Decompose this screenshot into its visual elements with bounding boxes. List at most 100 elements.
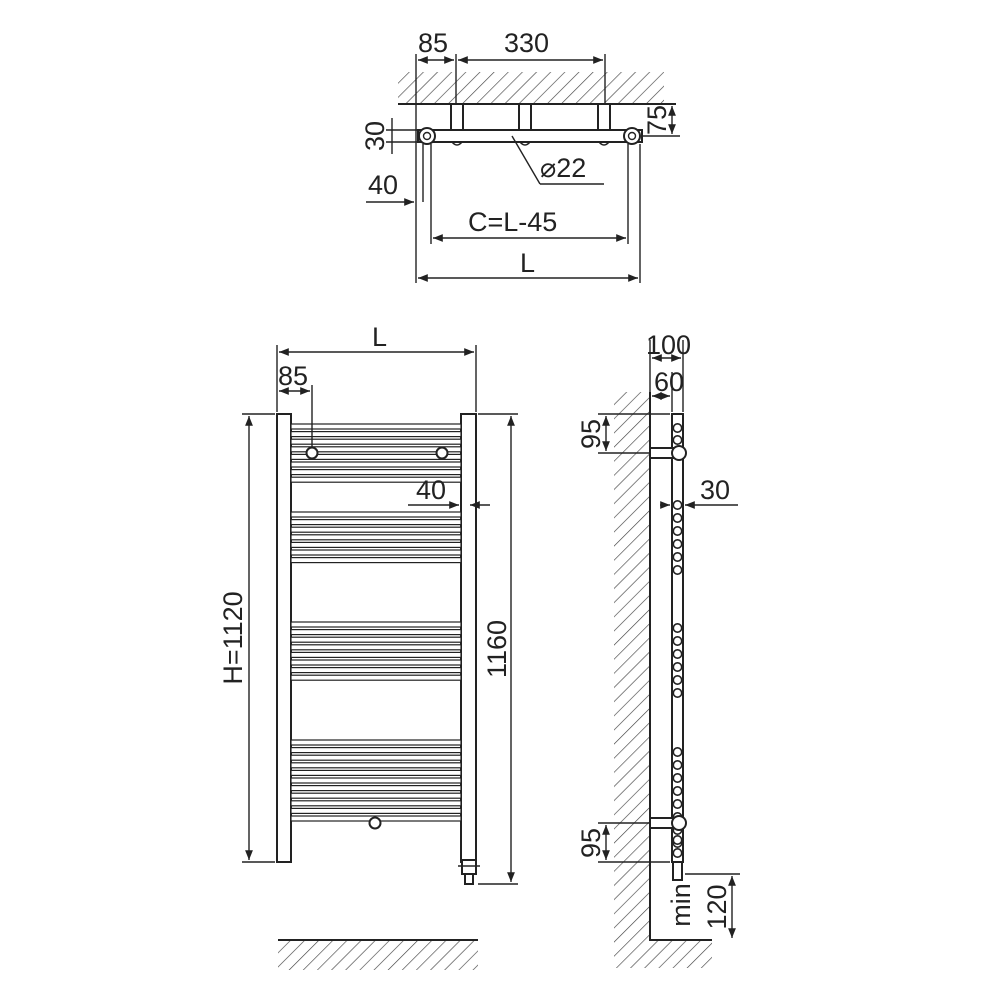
side-rail-dot: [672, 551, 683, 562]
front-valve-cap: [464, 873, 474, 885]
side-dim-120: 120: [702, 884, 732, 929]
front-rail: [290, 644, 462, 651]
front-rail: [290, 739, 462, 746]
front-rail: [290, 518, 462, 526]
side-rail-dot: [672, 772, 683, 783]
side-view: 100 60 95 30 95 min 120: [576, 330, 740, 968]
side-rail-dot: [672, 564, 683, 575]
top-dim-40: 40: [368, 170, 398, 200]
side-rail-dot: [672, 512, 683, 523]
top-pipe-left-inner: [422, 131, 432, 141]
side-rail-dot: [672, 635, 683, 646]
front-rail: [290, 541, 462, 549]
front-dim-h: H=1120: [218, 591, 248, 684]
side-rail-dot: [672, 834, 683, 845]
front-view: L 85 40 H=1120 1160: [218, 322, 518, 970]
front-rail: [290, 792, 462, 799]
front-rail: [290, 807, 462, 815]
top-dim-30: 30: [360, 121, 390, 151]
top-collector-bar: [417, 129, 643, 143]
front-rail: [290, 769, 462, 777]
top-pipe-left-outer: [418, 127, 436, 145]
side-rail-dot: [672, 538, 683, 549]
side-floor-hatch: [650, 940, 712, 968]
front-rail: [290, 621, 462, 628]
front-bottom-connector: [368, 816, 382, 830]
side-rail-dot: [672, 847, 683, 858]
front-connector-left: [305, 446, 319, 460]
front-rail: [290, 511, 462, 518]
side-rail-dots: [672, 422, 683, 858]
front-rail: [290, 549, 462, 556]
top-bracket-right: [597, 103, 611, 133]
top-dim-330: 330: [504, 28, 549, 58]
top-view: 85 330 75 30 ⌀22 40 C=L-45 L: [360, 28, 680, 283]
top-feet: [451, 141, 610, 146]
front-dim-l: L: [372, 322, 387, 352]
side-wall-hatch: [614, 392, 650, 968]
front-dim-85: 85: [278, 361, 308, 391]
front-connector-right: [435, 446, 449, 460]
front-rail: [290, 674, 462, 681]
top-dim-c: C=L-45: [468, 207, 557, 237]
front-rail: [290, 438, 462, 445]
front-rail: [290, 534, 462, 541]
top-pipe-leader: [511, 135, 541, 185]
top-bracket-middle: [518, 103, 532, 133]
front-rail: [290, 800, 462, 807]
side-bracket-top-ring: [671, 445, 687, 461]
front-rail: [290, 628, 462, 636]
front-rail: [290, 446, 462, 453]
front-rail: [290, 556, 462, 564]
front-rail: [290, 431, 462, 438]
top-dim-85: 85: [418, 28, 448, 58]
front-rail: [290, 651, 462, 659]
side-wall-line: [649, 392, 712, 941]
top-wall-hatch: [398, 72, 664, 104]
side-rail-dot: [672, 661, 683, 672]
side-rail-dot: [672, 687, 683, 698]
front-rails: [290, 423, 462, 822]
top-pipe-right-outer: [623, 127, 641, 145]
side-rail-dot: [672, 434, 683, 445]
side-rail-dot: [672, 785, 683, 796]
front-rail: [290, 469, 462, 476]
front-rail: [290, 754, 462, 761]
side-rail-dot: [672, 746, 683, 757]
side-rail-dot: [672, 525, 683, 536]
side-dim-30: 30: [700, 475, 730, 505]
top-dim-75: 75: [642, 105, 672, 135]
side-bracket-bottom-ring: [671, 815, 687, 831]
side-dim-95-bottom: 95: [576, 828, 606, 858]
front-dim-1160: 1160: [482, 620, 512, 678]
side-rail-dot: [672, 422, 683, 433]
side-rail-dot: [672, 798, 683, 809]
front-rail: [290, 423, 462, 430]
front-dim-40: 40: [416, 475, 446, 505]
top-bracket-left: [450, 103, 464, 133]
top-pipe-right-inner: [627, 131, 637, 141]
side-valve: [672, 861, 683, 881]
side-dim-100: 100: [646, 330, 691, 360]
front-collector-left: [276, 413, 292, 863]
side-dim-60: 60: [654, 367, 684, 397]
front-rail: [290, 666, 462, 674]
front-floor-hatch: [278, 940, 478, 970]
side-rail-dot: [672, 674, 683, 685]
front-rail: [290, 784, 462, 792]
top-dim-pipe: ⌀22: [540, 153, 586, 183]
front-rail: [290, 746, 462, 754]
top-dim-l: L: [520, 248, 535, 278]
front-rail: [290, 476, 462, 483]
front-rail: [290, 453, 462, 460]
front-rail: [290, 659, 462, 666]
front-collector-right: [460, 413, 477, 863]
front-rail: [290, 461, 462, 468]
side-rail-dot: [672, 622, 683, 633]
side-dim-min: min: [666, 883, 696, 927]
front-rail: [290, 636, 462, 643]
front-rail: [290, 762, 462, 769]
front-rail: [290, 777, 462, 784]
front-rail: [290, 526, 462, 533]
